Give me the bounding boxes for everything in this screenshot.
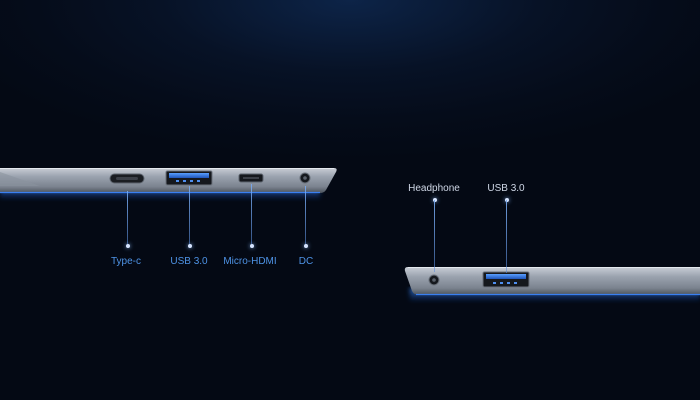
dc-dot [303,244,308,248]
usb-right-leader [506,200,507,273]
right-device-body [404,267,700,295]
micro-hdmi-label: Micro-HDMI [223,256,277,267]
type-c-label: Type-c [110,256,142,267]
usb-left-leader [189,186,190,246]
headphone-label: Headphone [408,183,460,194]
dc-label: DC [298,256,314,267]
usb-left-label: USB 3.0 [170,256,208,267]
headphone-leader [434,200,435,272]
micro-hdmi-dot [249,244,254,248]
usb-right-label: USB 3.0 [487,183,525,194]
micro-hdmi-leader [251,184,252,246]
type-c-dot [125,244,130,248]
dc-leader [305,186,306,246]
type-c-leader [127,191,128,246]
usb-left-dot [187,244,192,248]
